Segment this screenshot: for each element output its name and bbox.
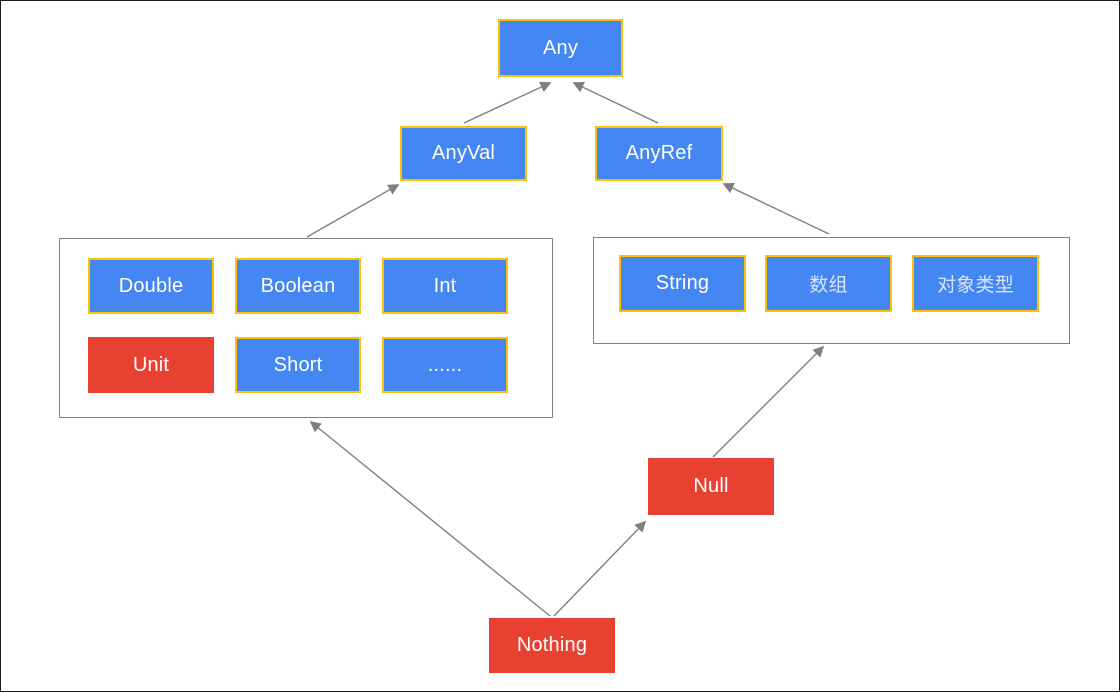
node-nothing: Nothing [489,618,615,673]
node-array: 数组 [765,255,892,312]
anyval-subtypes-group [59,238,553,418]
edge-anyval-to-any [463,81,552,124]
edge-anyref-to-any [572,82,659,124]
anyref-subtypes-group [593,237,1070,344]
node-null: Null [648,458,774,515]
edge-null-to-anyref-group [712,345,825,458]
edge-nothing-to-null [553,520,647,617]
node-anyref: AnyRef [595,126,723,181]
node-int: Int [382,258,508,314]
node-short: Short [235,337,361,393]
node-any: Any [498,19,623,77]
node-double: Double [88,258,214,314]
edge-nothing-to-anyval-group [309,420,551,617]
node-boolean: Boolean [235,258,361,314]
edge-anyref-group-to-anyref [722,183,830,235]
node-ellipsis: ...... [382,337,508,393]
node-unit: Unit [88,337,214,393]
node-string: String [619,255,746,312]
node-object-type: 对象类型 [912,255,1039,312]
edge-anyval-group-to-anyval [306,184,400,238]
node-anyval: AnyVal [400,126,527,181]
